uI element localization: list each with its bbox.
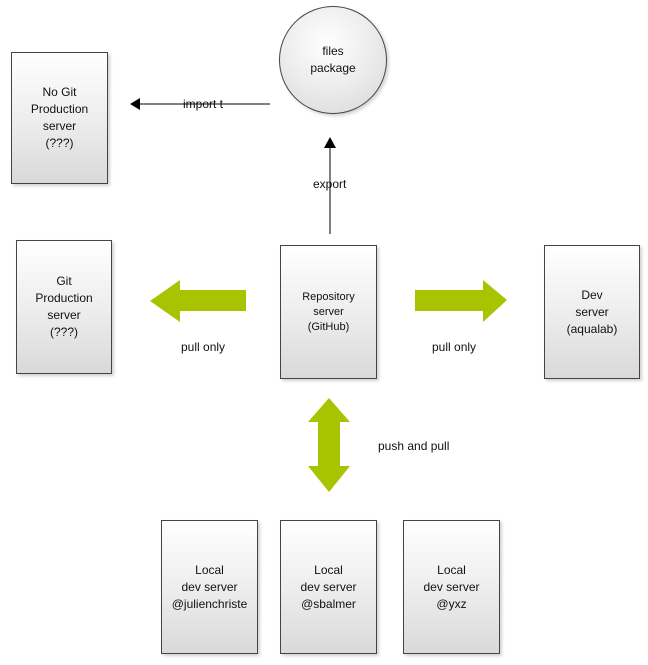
git-production-server-label: Git Production server (???) (35, 274, 93, 339)
local-dev-server-sbalmer-label: Local dev server @sbalmer (300, 562, 357, 611)
dev-server-box: Dev server (aqualab) (544, 245, 640, 379)
import-label: import t (183, 97, 224, 111)
dev-server-label: Dev server (aqualab) (566, 287, 618, 336)
push-and-pull-arrow (308, 398, 350, 492)
local-dev-server-julienchriste-box: Local dev server @julienchriste (161, 520, 258, 654)
local-dev-server-julienchriste-label: Local dev server @julienchriste (171, 562, 248, 611)
no-git-production-server-box: No Git Production server (???) (11, 52, 108, 184)
push-and-pull-label: push and pull (378, 439, 450, 453)
local-dev-server-sbalmer-box: Local dev server @sbalmer (280, 520, 377, 654)
pull-only-left-label: pull only (181, 340, 226, 354)
files-package-circle: files package (279, 6, 387, 114)
local-dev-server-yxz-label: Local dev server @yxz (423, 562, 480, 611)
pull-only-right-arrow (415, 280, 507, 322)
pull-only-right-label: pull only (432, 340, 477, 354)
pull-only-left-arrow (150, 280, 246, 322)
local-dev-server-yxz-box: Local dev server @yxz (403, 520, 500, 654)
no-git-production-server-label: No Git Production server (???) (30, 85, 89, 150)
export-arrowhead (324, 137, 336, 148)
repository-server-label: Repository server (GitHub) (302, 290, 355, 333)
files-package-label: files package (310, 44, 356, 75)
repository-server-box: Repository server (GitHub) (280, 245, 377, 379)
import-arrowhead (130, 98, 140, 110)
export-label: export (313, 177, 347, 191)
git-production-server-box: Git Production server (???) (16, 240, 112, 374)
